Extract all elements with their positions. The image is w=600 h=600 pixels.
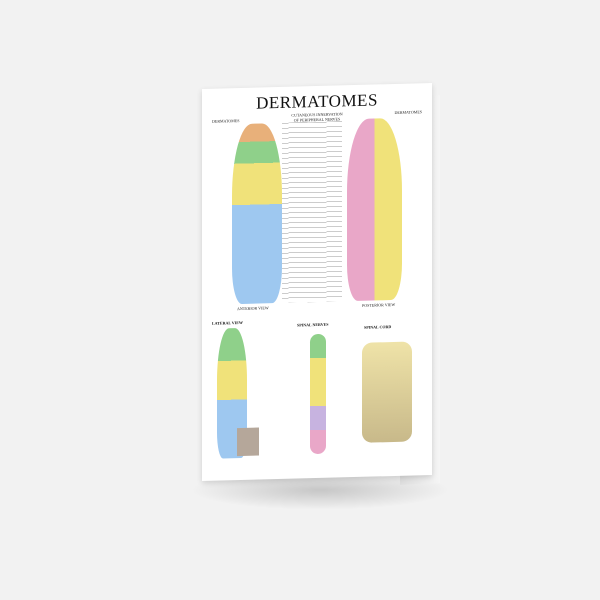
nerve-label-lines — [282, 121, 342, 303]
spinal-nerves-label: SPINAL NERVES — [297, 321, 329, 328]
greeting-card: DERMATOMES CUTANEOUS INNERVATION OF PERI… — [202, 82, 432, 482]
left-dermatomes-label: DERMATOMES — [212, 118, 240, 124]
lateral-box — [237, 427, 259, 457]
anterior-view-label: ANTERIOR VIEW — [237, 305, 269, 312]
spine-diagram — [310, 333, 326, 455]
lateral-view-label: LATERAL VIEW — [212, 319, 243, 326]
spinal-cord-diagram — [362, 341, 412, 443]
posterior-view-label: POSTERIOR VIEW — [362, 301, 396, 308]
posterior-figure — [347, 117, 402, 302]
anterior-figure — [232, 122, 282, 305]
right-dermatomes-label: DERMATOMES — [394, 109, 423, 115]
spinal-cord-label: SPINAL CORD — [364, 324, 392, 330]
